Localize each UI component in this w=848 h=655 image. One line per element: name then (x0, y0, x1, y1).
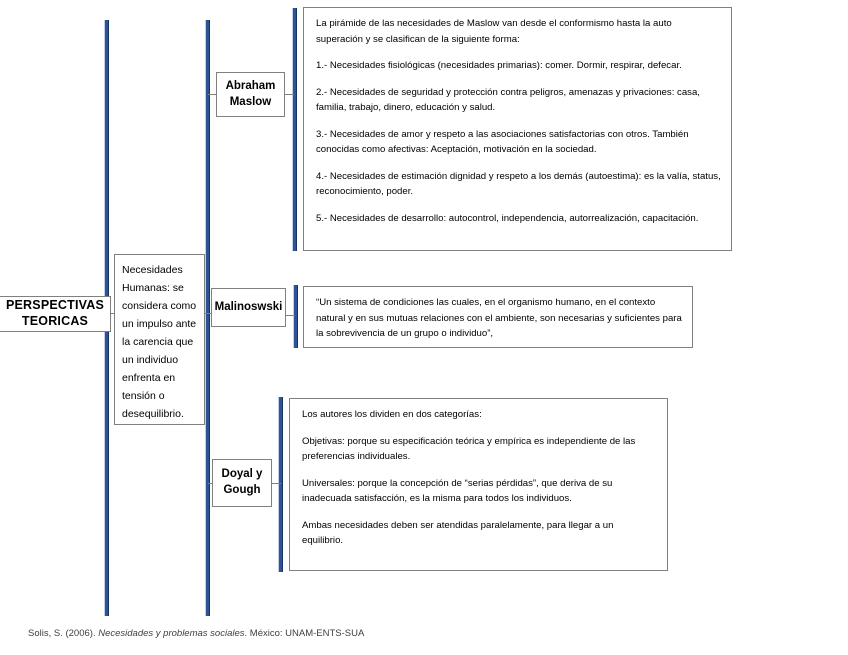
branch-bar-doyal-gough (278, 397, 283, 572)
malinoswski-paragraph-1: “Un sistema de condiciones las cuales, e… (316, 297, 682, 340)
content-box-malinoswski: “Un sistema de condiciones las cuales, e… (303, 286, 693, 348)
doyal-gough-paragraph-4: Ambas necesidades deben ser atendidas pa… (302, 519, 614, 547)
branch-bar-malinoswski (293, 285, 298, 348)
citation-author-year: Solis, S. (2006). (28, 628, 99, 639)
maslow-paragraph-6: 5.- Necesidades de desarrollo: autocontr… (316, 212, 699, 224)
doyal-gough-paragraph-3: Universales: porque la concepción de “se… (302, 477, 613, 505)
node-malinoswski-label: Malinoswski (214, 300, 283, 313)
connector-maslow-to-content (285, 94, 294, 95)
node-perspectivas-teoricas-label: PERSPECTIVAS TEORICAS (5, 298, 105, 328)
node-necesidades-humanas-label: Necesidades Humanas: se considera como u… (122, 264, 197, 421)
doyal-gough-paragraph-1: Los autores los dividen en dos categoría… (302, 409, 482, 420)
doyal-gough-paragraph-2: Objetivas: porque su especificación teór… (302, 435, 636, 463)
trunk-bar-middle (205, 20, 210, 616)
maslow-paragraph-1: La pirámide de las necesidades de Maslow… (316, 18, 672, 45)
node-perspectivas-teoricas[interactable]: PERSPECTIVAS TEORICAS (0, 296, 111, 332)
connector-malinoswski-to-content (286, 315, 295, 316)
connector-definition-to-malinoswski (205, 313, 213, 314)
content-box-abraham-maslow: La pirámide de las necesidades de Maslow… (303, 7, 732, 251)
node-abraham-maslow-label: Abraham Maslow (225, 79, 276, 108)
citation-source: . México: UNAM-ENTS-SUA (244, 628, 365, 639)
citation: Solis, S. (2006). Necesidades y problema… (28, 628, 364, 639)
connector-trunk-to-maslow (208, 94, 216, 95)
citation-work-title: Necesidades y problemas sociales (98, 628, 245, 639)
connector-doyal-gough-to-content (272, 483, 281, 484)
node-malinoswski[interactable]: Malinoswski (211, 288, 286, 327)
maslow-paragraph-5: 4.- Necesidades de estimación dignidad y… (316, 170, 721, 198)
node-doyal-y-gough[interactable]: Doyal y Gough (212, 459, 272, 507)
node-doyal-y-gough-label: Doyal y Gough (221, 468, 263, 496)
node-abraham-maslow[interactable]: Abraham Maslow (216, 72, 285, 117)
maslow-paragraph-3: 2.- Necesidades de seguridad y protecció… (316, 86, 700, 114)
branch-bar-maslow (292, 8, 297, 251)
maslow-paragraph-2: 1.- Necesidades fisiológicas (necesidade… (316, 60, 682, 72)
maslow-paragraph-4: 3.- Necesidades de amor y respeto a las … (316, 128, 689, 156)
node-necesidades-humanas[interactable]: Necesidades Humanas: se considera como u… (114, 254, 205, 425)
connector-root-to-definition (110, 313, 116, 314)
content-box-doyal-y-gough: Los autores los dividen en dos categoría… (289, 398, 668, 571)
